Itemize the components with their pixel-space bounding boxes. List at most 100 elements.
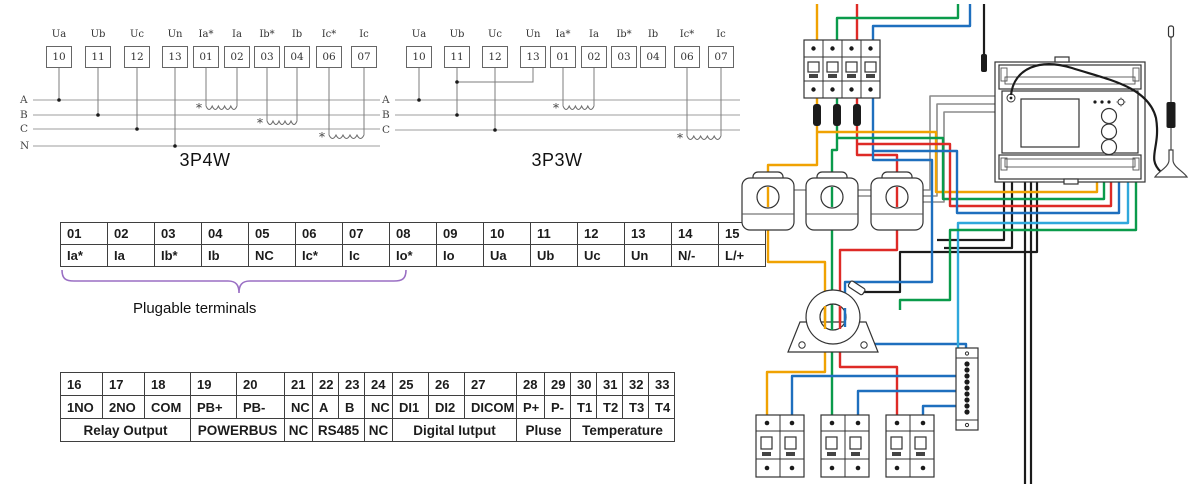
wire-blue: [873, 149, 1121, 215]
terminal-box: 03: [254, 46, 280, 68]
bus-label-c: C: [20, 123, 29, 135]
wire-blue: [790, 374, 956, 415]
terminal-label-cell: Ia*: [60, 244, 108, 267]
two-pole-breaker-2: [820, 414, 870, 478]
terminal-label-cell: Io: [436, 244, 484, 267]
bus-label-a: A: [382, 94, 390, 106]
terminal-group-cell: Relay Output: [60, 418, 191, 442]
table-row: Relay Output POWERBUS NC RS485 NC Digita…: [60, 418, 675, 442]
wire-green: [830, 96, 839, 415]
plugable-terminals-label: Plugable terminals: [133, 300, 257, 317]
terminal-number-cell: 03: [154, 222, 202, 245]
terminal-label: Ib: [647, 29, 659, 40]
terminal-drops-3p3w: [417, 66, 722, 136]
terminal-number-cell: 18: [144, 372, 191, 396]
terminal-number-cell: 19: [190, 372, 237, 396]
table-row: 16 17 18 19 20 21 22 23 24 25 26 27 28 2…: [60, 372, 675, 396]
wire-cyan: [956, 182, 1130, 348]
terminal-label-cell: COM: [144, 395, 191, 419]
terminal-label: Ib: [291, 29, 303, 40]
terminal-label-cell: A: [312, 395, 339, 419]
terminal-number-cell: 33: [648, 372, 675, 396]
terminal-group-cell: Pluse: [516, 418, 571, 442]
wire-red: [838, 96, 899, 415]
terminal-number-cell: 24: [364, 372, 393, 396]
terminal-number-cell: 25: [392, 372, 429, 396]
ct-hole-wires: [766, 187, 899, 207]
terminal-box: 13: [162, 46, 188, 68]
terminal-box: 01: [193, 46, 219, 68]
terminal-label-cell: 2NO: [102, 395, 145, 419]
bus-label-b: B: [382, 109, 390, 121]
terminal-label-cell: Ub: [530, 244, 578, 267]
terminal-label: Ia*: [198, 29, 214, 40]
terminal-number-cell: 22: [312, 372, 339, 396]
table-row: 01 02 03 04 05 06 07 08 09 10 11 12 13 1…: [60, 222, 766, 245]
terminal-number-cell: 17: [102, 372, 145, 396]
terminal-number-cell: 20: [236, 372, 285, 396]
terminal-label-cell: Un: [624, 244, 672, 267]
led-indicators: [1093, 97, 1126, 107]
terminal-box: 07: [708, 46, 734, 68]
terminal-box: 11: [444, 46, 470, 68]
polarity-asterisk: *: [319, 130, 325, 144]
table-row: Ia* Ia Ib* Ib NC Ic* Ic Io* Io Ua Ub Uc …: [60, 244, 766, 267]
terminal-box: 06: [316, 46, 342, 68]
terminal-label-cell: PB-: [236, 395, 285, 419]
terminal-label-cell: Ic*: [295, 244, 343, 267]
terminal-number-cell: 16: [60, 372, 103, 396]
din-rail-meter: [994, 56, 1146, 185]
two-pole-breaker-1: [755, 414, 805, 478]
meter-button: [1100, 123, 1118, 140]
terminal-label: Un: [525, 29, 541, 40]
terminal-label-cell: Ib: [201, 244, 249, 267]
terminal-group-cell: Temperature: [570, 418, 675, 442]
terminal-label-cell: B: [338, 395, 365, 419]
terminal-number-cell: 26: [428, 372, 465, 396]
terminal-label-cell: N/-: [671, 244, 719, 267]
terminal-label-cell: 1NO: [60, 395, 103, 419]
gear-icon: [1116, 97, 1126, 107]
terminal-label-cell: Io*: [389, 244, 437, 267]
terminal-number-cell: 09: [436, 222, 484, 245]
terminal-group-cell: RS485: [312, 418, 365, 442]
terminal-box: 10: [406, 46, 432, 68]
bus-lines-3p3w: [395, 99, 740, 131]
antenna-tip: [1167, 25, 1175, 38]
terminal-label-cell: DICOM: [464, 395, 517, 419]
cable-sleeve: [981, 54, 987, 72]
terminal-label-cell: P-: [544, 395, 571, 419]
four-pole-breaker: [803, 39, 881, 99]
terminal-number-cell: 12: [577, 222, 625, 245]
terminal-label-cell: Ua: [483, 244, 531, 267]
terminal-number-cell: 28: [516, 372, 545, 396]
terminal-number-cell: 10: [483, 222, 531, 245]
terminal-box: 04: [284, 46, 310, 68]
terminal-box: 04: [640, 46, 666, 68]
diagram-title-3p4w: 3P4W: [179, 150, 231, 170]
terminal-box: 03: [611, 46, 637, 68]
terminal-number-cell: 01: [60, 222, 108, 245]
terminal-label: Ic: [716, 29, 726, 40]
terminal-number-cell: 02: [107, 222, 155, 245]
terminal-label-cell: Uc: [577, 244, 625, 267]
terminal-label: Ia: [589, 29, 599, 40]
meter-button: [1100, 107, 1118, 125]
polarity-asterisk: *: [196, 101, 202, 115]
wire-blue: [843, 96, 968, 348]
terminal-label: Ia: [232, 29, 242, 40]
antenna: [1153, 25, 1189, 178]
terminal-label-cell: Ib*: [154, 244, 202, 267]
terminal-label: Ub: [90, 29, 106, 40]
table-row: 1NO 2NO COM PB+ PB- NC A B NC DI1 DI2 DI…: [60, 395, 675, 419]
terminal-box: 13: [520, 46, 546, 68]
terminal-box: 02: [224, 46, 250, 68]
polarity-asterisk: *: [257, 116, 263, 130]
terminal-box: 12: [482, 46, 508, 68]
terminal-number-cell: 21: [284, 372, 313, 396]
terminal-label: Ib*: [616, 29, 632, 40]
schematic-lines: * * * * *: [33, 66, 740, 148]
two-pole-breaker-3: [885, 414, 935, 478]
wire-blue: [856, 389, 956, 415]
terminal-label-cell: NC: [284, 395, 313, 419]
